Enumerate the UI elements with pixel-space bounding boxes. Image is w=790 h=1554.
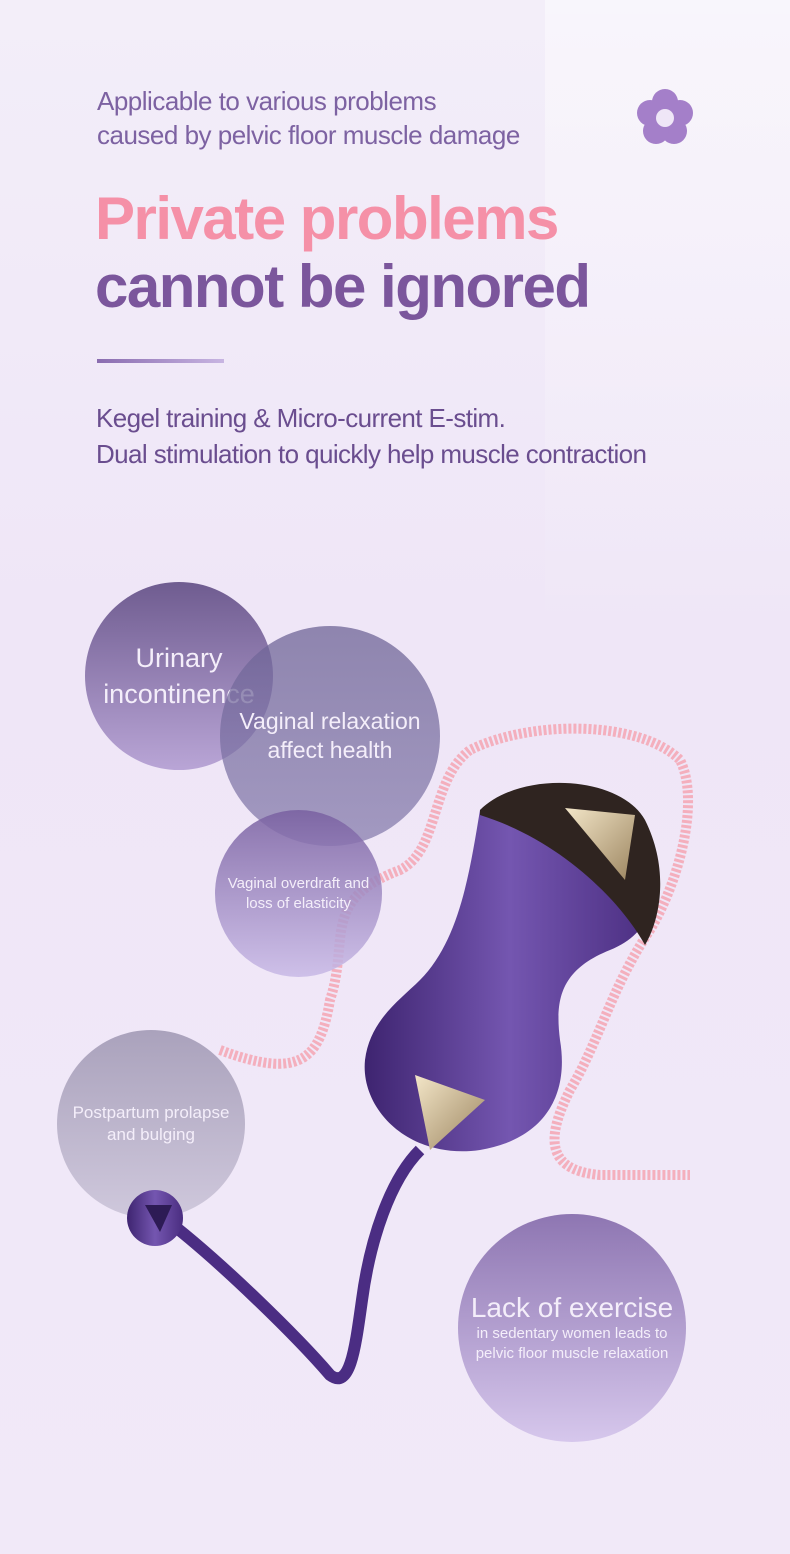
title-line-2: cannot be ignored <box>95 253 591 320</box>
bubble-text: in sedentary women leads to <box>476 1325 668 1342</box>
bubble-text: pelvic floor muscle relaxation <box>475 1345 669 1362</box>
subtitle-line: Dual stimulation to quickly help muscle … <box>96 439 647 469</box>
bubble-vaginal-relaxation: Vaginal relaxation affect health <box>220 626 440 846</box>
intro-line: caused by pelvic floor muscle damage <box>97 120 520 150</box>
bubble-text: and bulging <box>107 1125 195 1144</box>
bubble-title: Lack of exercise <box>470 1292 674 1323</box>
bubble-text: loss of elasticity <box>245 894 352 912</box>
bubble-text: affect health <box>267 737 393 763</box>
subtitle: Kegel training & Micro-current E-stim. D… <box>96 400 647 472</box>
divider <box>97 359 224 363</box>
intro-text: Applicable to various problems caused by… <box>97 84 520 152</box>
bubble-text: Vaginal overdraft and <box>227 874 370 892</box>
bubble-postpartum-prolapse: Postpartum prolapse and bulging <box>57 1030 245 1218</box>
bubble-vaginal-overdraft: Vaginal overdraft and loss of elasticity <box>215 810 382 977</box>
bubble-lack-of-exercise: Lack of exercise in sedentary women lead… <box>458 1214 686 1442</box>
title-line-1: Private problems <box>95 185 559 252</box>
intro-line: Applicable to various problems <box>97 86 437 116</box>
bubble-text: Vaginal relaxation <box>239 708 421 734</box>
subtitle-line: Kegel training & Micro-current E-stim. <box>96 403 506 433</box>
bubble-text: Urinary <box>135 643 223 673</box>
bubble-text: Postpartum prolapse <box>72 1103 230 1122</box>
